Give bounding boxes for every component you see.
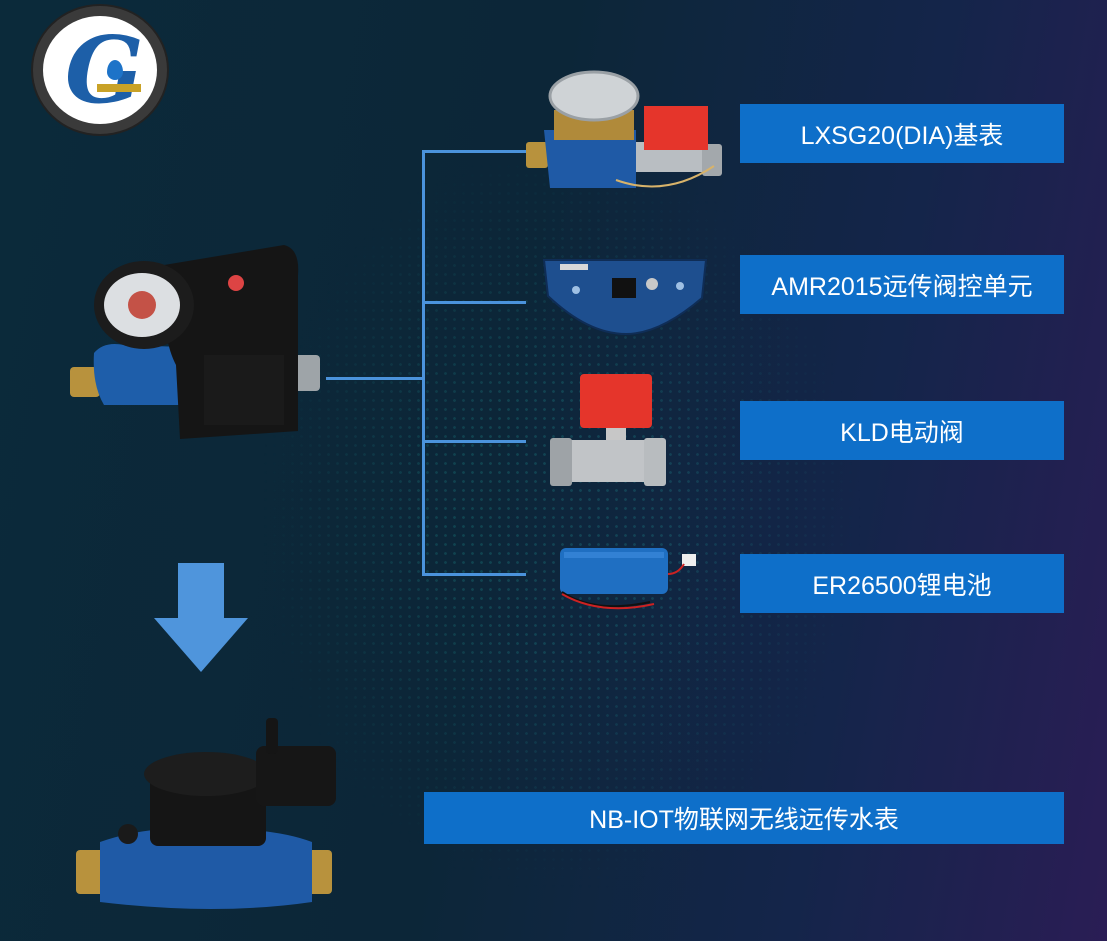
electric-valve-image: [550, 374, 670, 490]
component-label-base-meter: LXSG20(DIA)基表: [740, 104, 1064, 163]
assembled-meter-image: [64, 245, 324, 445]
connector-branch-1: [422, 150, 526, 153]
connector-trunk: [326, 377, 424, 380]
result-label-nb-iot-meter: NB-IOT物联网无线远传水表: [424, 792, 1064, 844]
logo-gold-bar: [97, 84, 141, 92]
connector-branch-3: [422, 440, 526, 443]
logo-badge: G: [43, 16, 157, 124]
logo-letter: G: [65, 16, 144, 124]
water-drop-icon: [107, 60, 123, 80]
connector-spine: [422, 150, 425, 576]
company-logo: G: [33, 6, 167, 134]
battery-image: [554, 544, 704, 616]
component-label-battery: ER26500锂电池: [740, 554, 1064, 613]
control-board-image: [540, 256, 710, 336]
connector-branch-2: [422, 301, 526, 304]
connector-branch-4: [422, 573, 526, 576]
component-label-electric-valve: KLD电动阀: [740, 401, 1064, 460]
arrow-shaft: [178, 563, 224, 619]
component-label-control-unit: AMR2015远传阀控单元: [740, 255, 1064, 314]
nb-iot-meter-image: [76, 716, 336, 916]
base-meter-image: [526, 70, 726, 200]
arrow-head: [154, 618, 248, 672]
